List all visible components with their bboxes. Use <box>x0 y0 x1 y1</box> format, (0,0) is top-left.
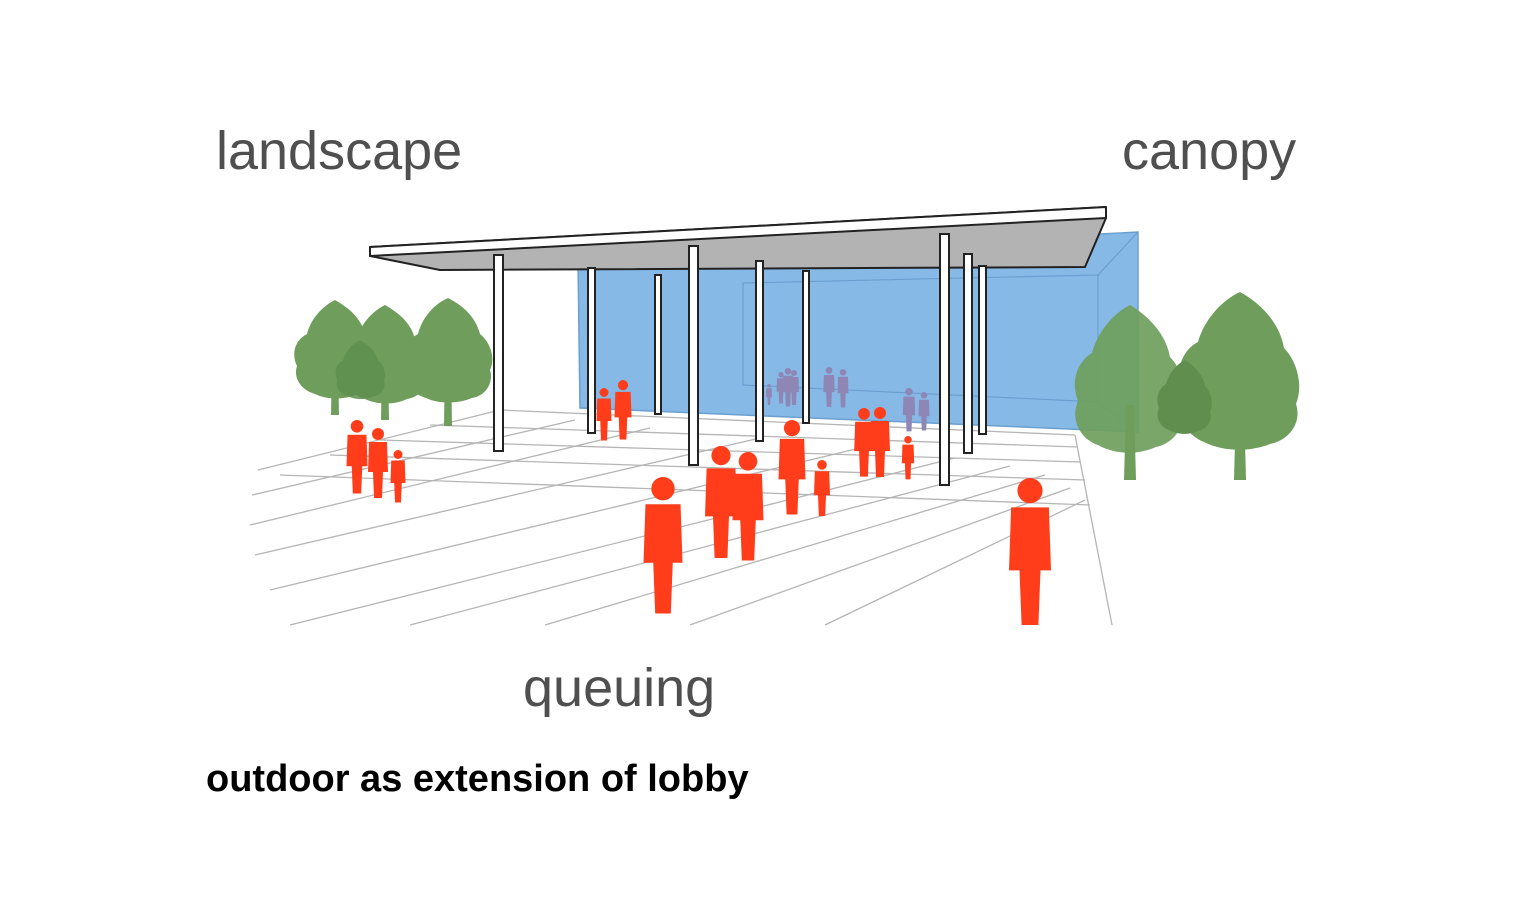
label-queuing: queuing <box>523 658 716 718</box>
diagram-caption: outdoor as extension of lobby <box>206 758 749 800</box>
label-landscape: landscape <box>216 121 463 181</box>
people-outdoor <box>346 380 1051 625</box>
person <box>1009 478 1051 625</box>
person <box>705 446 737 558</box>
person <box>643 477 683 614</box>
people-inside <box>766 367 930 432</box>
trees-right <box>1074 292 1300 480</box>
person <box>732 452 764 561</box>
person <box>596 388 612 441</box>
trees-left <box>294 298 493 426</box>
person <box>901 436 915 480</box>
person <box>390 450 406 503</box>
person <box>346 420 368 494</box>
canopy-roof <box>369 206 1107 271</box>
person <box>778 420 806 515</box>
person <box>614 380 632 440</box>
person <box>870 407 890 477</box>
person <box>854 408 874 477</box>
person <box>368 428 388 498</box>
label-canopy: canopy <box>1122 121 1297 181</box>
person <box>814 460 830 516</box>
columns <box>493 233 987 486</box>
